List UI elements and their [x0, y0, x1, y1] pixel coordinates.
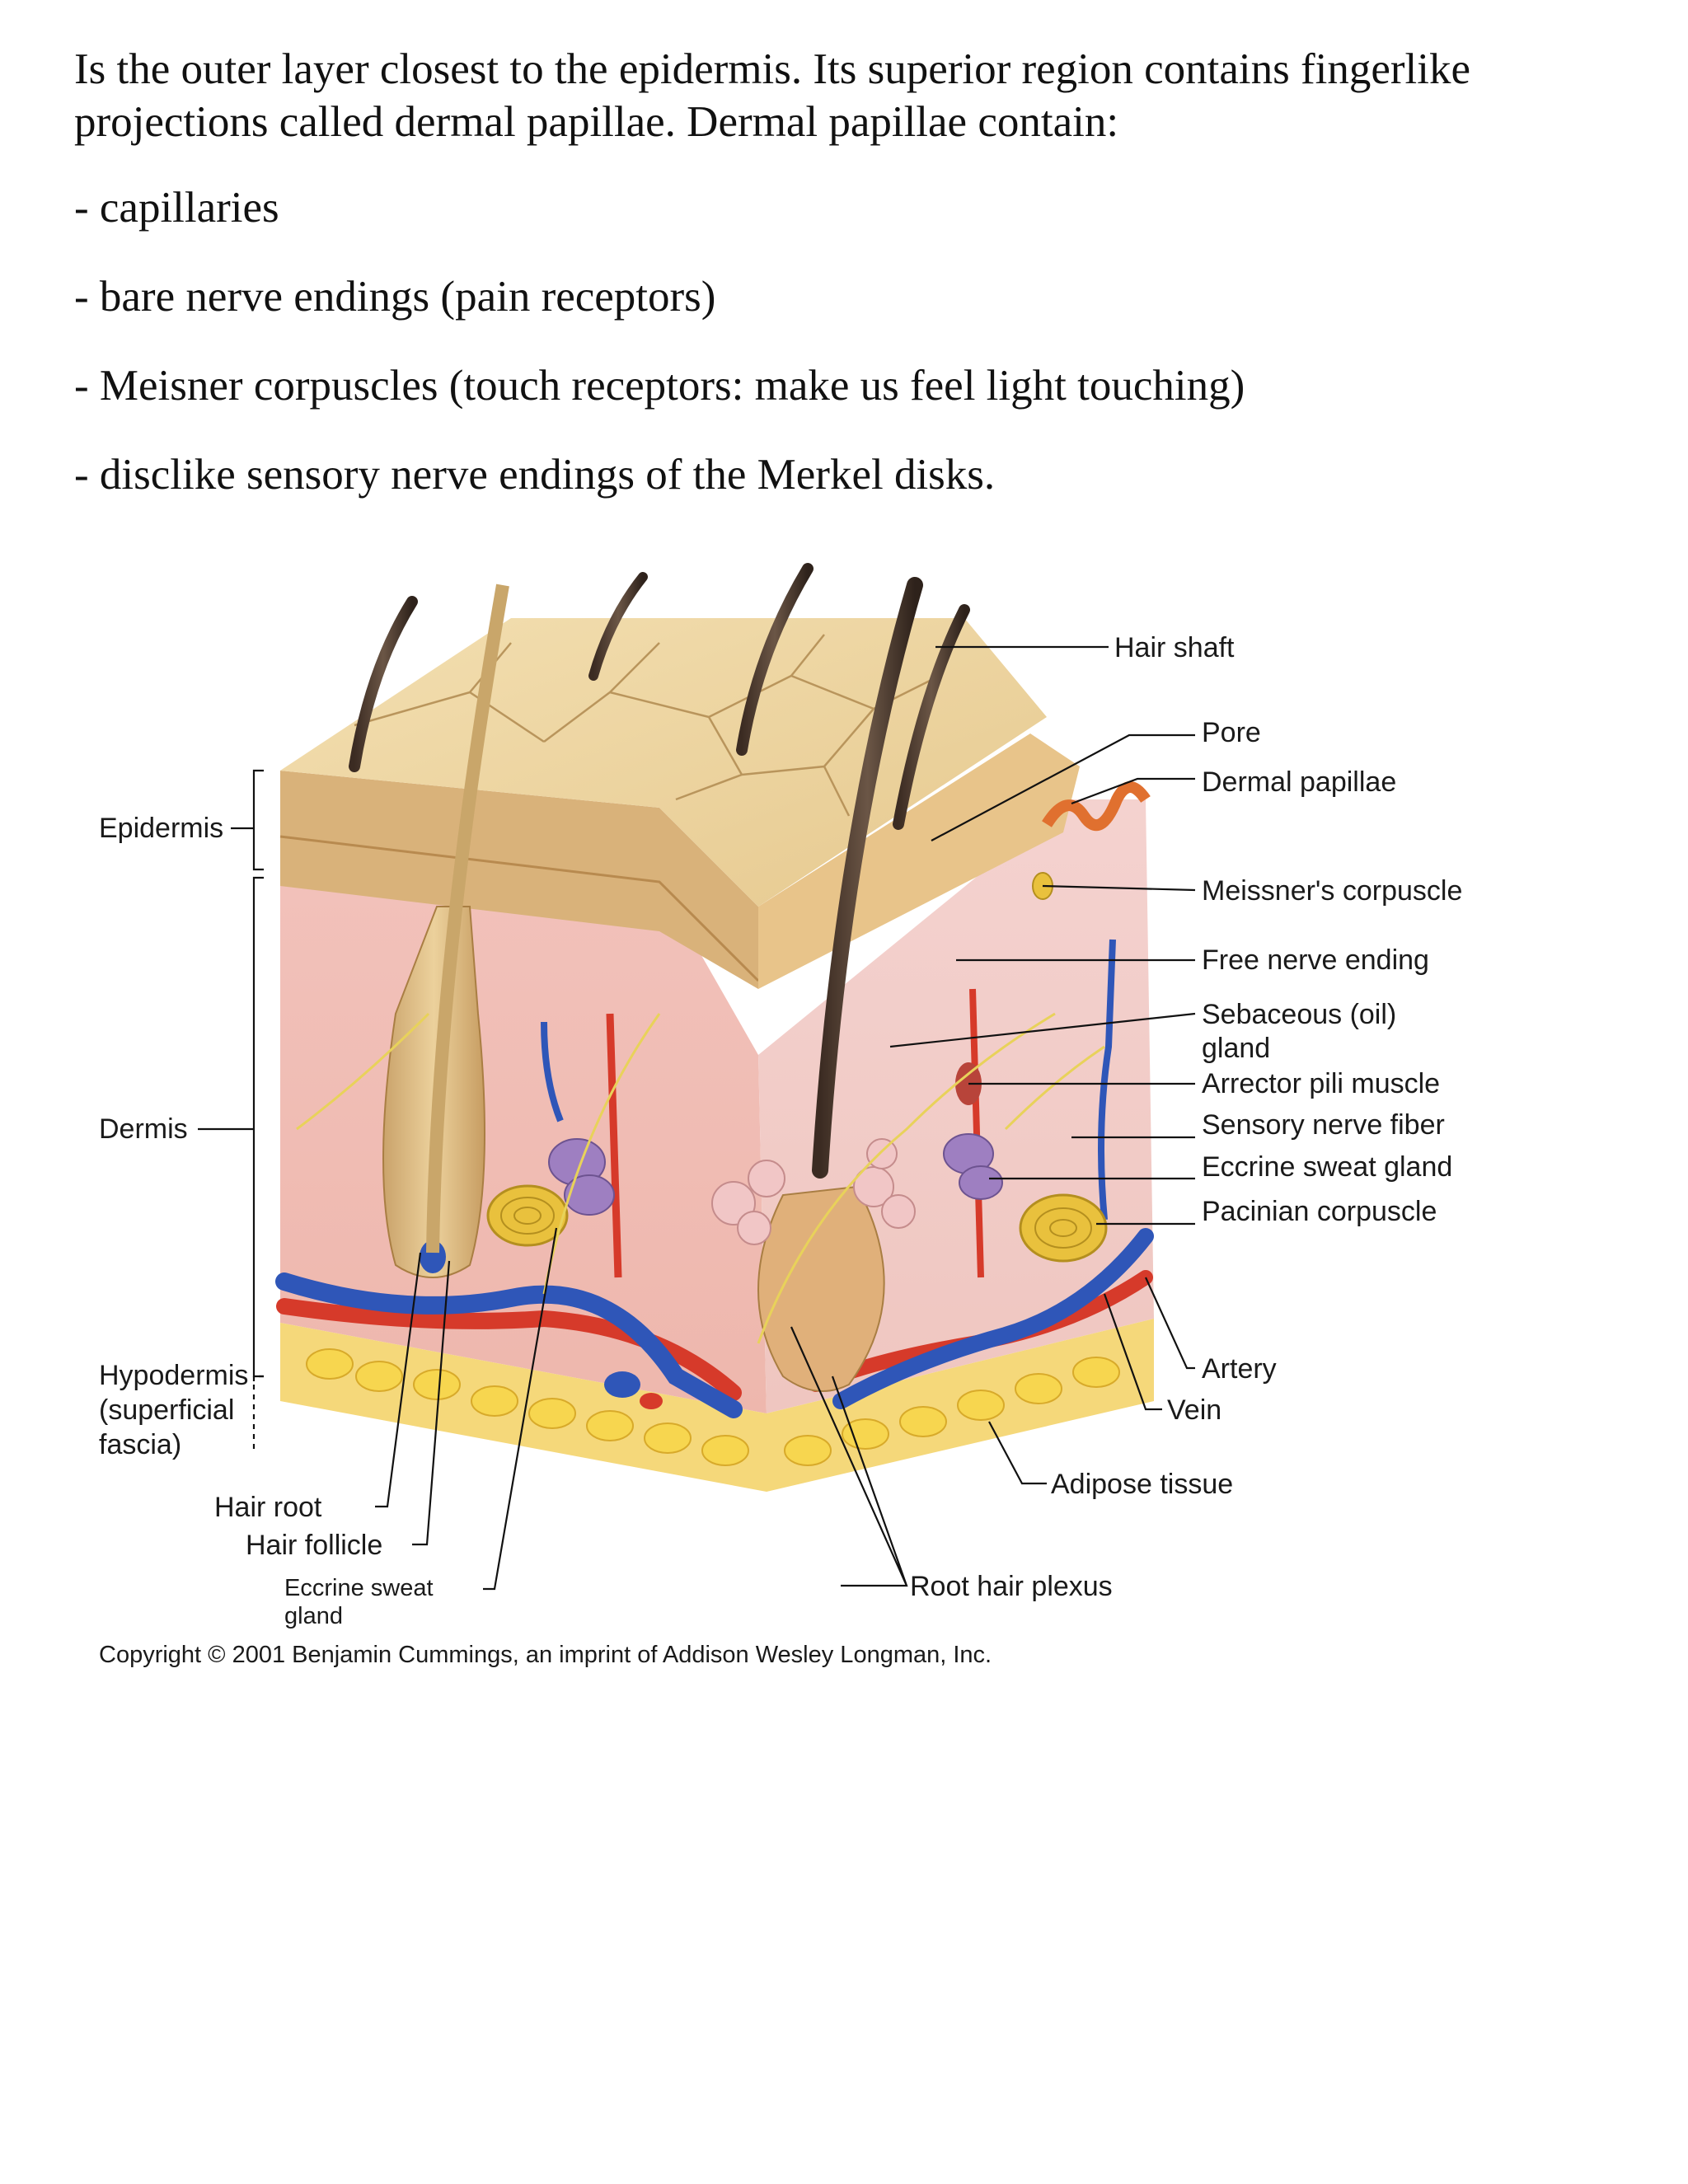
eccrine-sweat-gland-left [548, 1138, 615, 1216]
hair-2 [588, 572, 648, 681]
label-eccrine-1: Eccrine sweat [284, 1575, 434, 1601]
label-eccrine-sweat-gland: Eccrine sweat gland [1202, 1151, 1452, 1183]
label-hair-root: Hair root [214, 1492, 322, 1523]
eccrine-sweat-gland-right [943, 1133, 1003, 1200]
label-sebaceous-1: Sebaceous (oil) [1202, 999, 1396, 1030]
hair-1 [349, 596, 418, 772]
label-hypodermis-2: (superficial [99, 1394, 234, 1426]
bullet-capillaries: - capillaries [74, 184, 279, 232]
pacinian-corpuscle-right [1019, 1193, 1108, 1263]
intro-paragraph: Is the outer layer closest to the epider… [74, 45, 1471, 146]
pacinian-corpuscle-left [486, 1184, 569, 1247]
label-sensory-nerve-fiber: Sensory nerve fiber [1202, 1109, 1445, 1141]
label-hypodermis-1: Hypodermis [99, 1360, 248, 1391]
label-free-nerve-ending: Free nerve ending [1202, 944, 1429, 976]
label-dermis: Dermis [99, 1113, 188, 1145]
skin-diagram-svg: Epidermis Dermis Hypodermis (superficial… [99, 563, 1462, 1668]
skin-diagram: Epidermis Dermis Hypodermis (superficial… [82, 552, 1484, 1681]
epidermis-left-band [280, 771, 758, 989]
hair-4 [812, 577, 923, 1179]
dermis-left-face [280, 841, 767, 1413]
bullet-meisner: - Meisner corpuscles (touch receptors: m… [74, 362, 1245, 410]
label-pacinian-corpuscle: Pacinian corpuscle [1202, 1196, 1437, 1227]
label-root-hair-plexus: Root hair plexus [910, 1571, 1113, 1602]
label-hair-shaft: Hair shaft [1114, 632, 1235, 663]
hair-shaft-left [426, 583, 509, 1254]
label-meissners-corpuscle: Meissner's corpuscle [1202, 875, 1462, 907]
label-epidermis: Epidermis [99, 813, 223, 844]
label-arrector-pili: Arrector pili muscle [1202, 1068, 1440, 1099]
document-text: Is the outer layer closest to the epider… [74, 43, 1624, 499]
label-sebaceous-2: gland [1202, 1033, 1270, 1064]
artery-vessel [276, 1298, 742, 1401]
copyright-notice: Copyright © 2001 Benjamin Cummings, an i… [99, 1642, 992, 1668]
label-vein: Vein [1167, 1394, 1221, 1426]
label-pore: Pore [1202, 717, 1261, 748]
label-hypodermis-3: fascia) [99, 1429, 181, 1460]
label-adipose-tissue: Adipose tissue [1051, 1469, 1233, 1500]
hair-5 [893, 604, 970, 830]
adipose-cells [306, 1348, 1120, 1466]
sebaceous-gland [711, 1138, 916, 1245]
dermal-papillae-ridge [1042, 781, 1151, 832]
hair-follicle-right [757, 1185, 885, 1392]
bullet-merkel: - disclike sensory nerve endings of the … [74, 451, 996, 499]
vein-vessel-right [832, 1228, 1154, 1409]
label-dermal-papillae: Dermal papillae [1202, 766, 1396, 798]
label-artery: Artery [1202, 1353, 1277, 1385]
label-eccrine-2: gland [284, 1603, 343, 1629]
vein-vessel [275, 1272, 743, 1418]
bullet-nerve-endings: - bare nerve endings (pain receptors) [74, 273, 716, 321]
hair-3 [736, 563, 814, 756]
label-hair-follicle: Hair follicle [246, 1530, 382, 1561]
sensory-nerve-fibers [296, 1012, 1105, 1344]
